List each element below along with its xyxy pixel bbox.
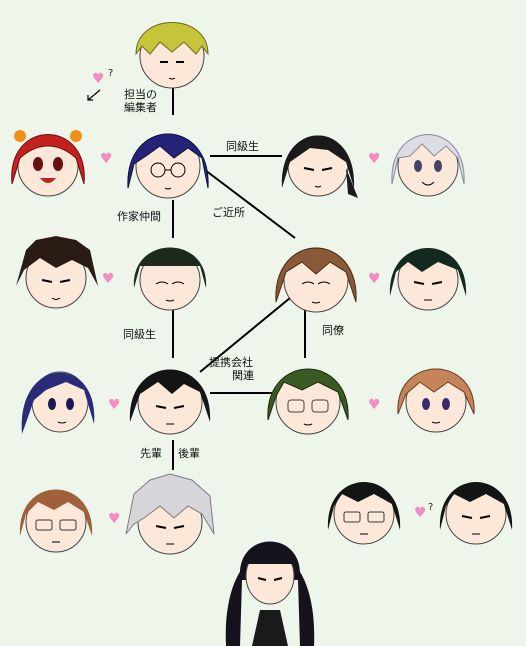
label-editor-1: 担当の xyxy=(124,88,157,101)
line-neighbor xyxy=(204,169,296,239)
label-senpai: 先輩 xyxy=(140,447,162,460)
face-glasses-brown xyxy=(19,489,93,553)
label-classmate-mid: 同級生 xyxy=(123,328,156,341)
face-black-plain xyxy=(439,482,513,545)
heart-icon: ♥ xyxy=(100,151,113,167)
label-colleague: 同僚 xyxy=(322,324,344,337)
question-mark: ? xyxy=(108,68,114,79)
label-partner-2: 関連 xyxy=(232,369,254,382)
face-light-brown xyxy=(397,368,475,433)
label-classmate-top: 同級生 xyxy=(226,140,259,153)
face-writer-friend xyxy=(133,247,207,311)
heart-icon: ♥ xyxy=(102,271,115,287)
arrow-icon xyxy=(87,89,101,101)
face-dark-green xyxy=(389,248,467,311)
face-blue-long xyxy=(21,371,95,434)
label-editor-2: 編集者 xyxy=(124,101,157,114)
figure-long-hair xyxy=(225,541,315,646)
label-partner-1: 提携会社 xyxy=(209,356,253,369)
heart-icon: ♥ xyxy=(108,511,121,527)
face-editor xyxy=(135,22,209,89)
question-mark: ? xyxy=(428,502,434,513)
face-classmate xyxy=(281,135,358,198)
heart-icon: ♥ xyxy=(368,271,381,287)
heart-icon: ♥ xyxy=(368,397,381,413)
line-diagonal xyxy=(199,297,291,373)
face-senpai xyxy=(125,473,215,555)
face-junior xyxy=(129,369,211,435)
face-red-girl xyxy=(11,130,85,197)
heart-icon: ♥ xyxy=(108,397,121,413)
heart-icon: ♥ xyxy=(92,71,105,87)
face-black-glasses xyxy=(327,482,401,545)
label-neighbor: ご近所 xyxy=(212,206,245,219)
label-writer-friend: 作家仲間 xyxy=(117,210,161,223)
face-colleague xyxy=(267,368,349,435)
heart-icon: ♥ xyxy=(414,505,427,521)
face-messy xyxy=(16,236,98,309)
face-neighbor xyxy=(275,247,357,313)
label-kouhai: 後輩 xyxy=(178,447,200,460)
heart-icon: ♥ xyxy=(368,151,381,167)
face-main xyxy=(127,133,209,199)
face-silver xyxy=(391,134,465,197)
